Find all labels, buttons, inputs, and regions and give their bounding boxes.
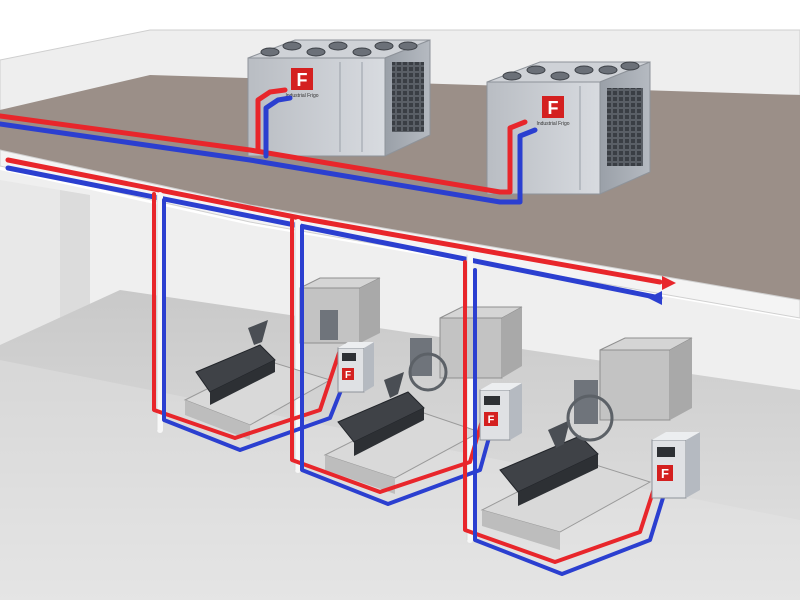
dry-cooler-1: F Industrial Frigo <box>247 39 431 157</box>
fan-array <box>260 41 418 57</box>
supply-flow-arrow <box>662 276 676 290</box>
drop-1-return <box>162 198 357 452</box>
cooler1-supply-riser <box>255 87 288 153</box>
tcu-1: F <box>337 342 374 393</box>
logo-letter: F <box>548 98 559 118</box>
drop-3-return <box>473 268 672 576</box>
molding-machine-2 <box>323 306 523 494</box>
drop-3-supply <box>463 260 662 564</box>
logo-text: Industrial Frigo <box>285 93 318 99</box>
logo-letter: F <box>297 70 308 90</box>
left-wall <box>60 190 90 330</box>
brand-logo: F Industrial Frigo <box>536 96 570 127</box>
return-flow-arrow <box>648 291 662 305</box>
condenser-grille <box>607 88 643 166</box>
roof-return-pipe <box>0 121 538 205</box>
machine-piping <box>152 192 672 576</box>
logo-letter: F <box>661 466 669 481</box>
roof-piping <box>0 87 538 205</box>
drop-1-supply <box>152 192 342 440</box>
logo-letter: F <box>488 414 495 426</box>
cooler1-return-riser <box>263 95 293 159</box>
left-wall-face <box>0 180 60 345</box>
molding-machine-3 <box>480 337 693 550</box>
logo-letter: F <box>345 370 351 381</box>
tcu-2: F <box>479 383 522 441</box>
drop-2-return <box>300 224 500 506</box>
fan-array <box>502 61 640 81</box>
brand-logo: F Industrial Frigo <box>285 68 319 99</box>
logo-text: Industrial Frigo <box>536 121 569 127</box>
condenser-grille <box>392 62 424 132</box>
tcu-3: F <box>651 432 700 499</box>
main-supply-line <box>5 157 663 285</box>
roof-supply-pipe <box>0 113 528 195</box>
dry-cooler-2: F Industrial Frigo <box>486 61 651 195</box>
